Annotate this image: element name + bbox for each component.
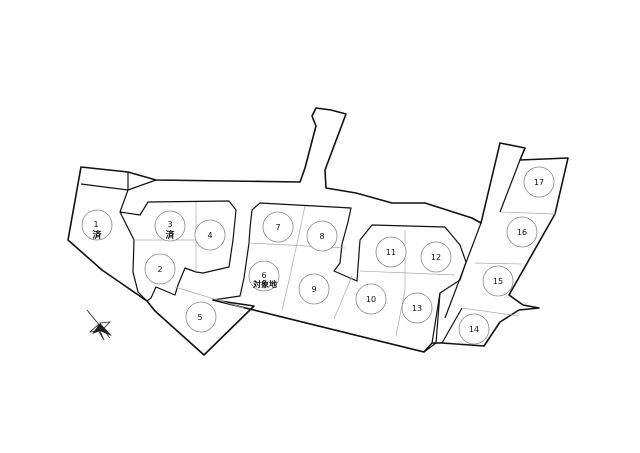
lot-number: 4 xyxy=(207,231,212,240)
lot-6[interactable]: 6 対象地 xyxy=(248,260,280,292)
lot-8[interactable]: 8 xyxy=(306,220,338,252)
lot-number: 6 xyxy=(261,271,266,280)
lot-15[interactable]: 15 xyxy=(482,265,514,297)
compass-icon xyxy=(86,309,112,341)
lot-16[interactable]: 16 xyxy=(506,216,538,248)
lot-number: 5 xyxy=(197,313,202,322)
lot-number: 10 xyxy=(366,295,376,304)
block-a-boundary xyxy=(119,200,237,302)
lot-3[interactable]: 3 済 xyxy=(154,210,186,242)
lot-11[interactable]: 11 xyxy=(375,236,407,268)
lot-number: 7 xyxy=(275,223,280,232)
lot-status-label: 済 xyxy=(165,229,175,241)
lot-12[interactable]: 12 xyxy=(420,241,452,273)
lot-number: 16 xyxy=(517,228,527,237)
lot-9[interactable]: 9 xyxy=(298,273,330,305)
lot-division-lines xyxy=(80,159,557,344)
lot-number: 14 xyxy=(469,325,479,334)
lot-status-label: 済 xyxy=(92,229,102,241)
lot-number: 9 xyxy=(311,285,316,294)
lot-number: 11 xyxy=(386,248,396,257)
lot-10[interactable]: 10 xyxy=(355,283,387,315)
lot-14[interactable]: 14 xyxy=(458,313,490,345)
lot-2[interactable]: 2 xyxy=(144,253,176,285)
lot-5[interactable]: 5 xyxy=(185,301,217,333)
lot-number: 1 xyxy=(93,220,98,229)
lot-number: 15 xyxy=(493,277,503,286)
lot-1[interactable]: 1 済 xyxy=(81,209,113,241)
lot-number: 8 xyxy=(319,232,324,241)
lot-number: 3 xyxy=(167,220,172,229)
lot-number: 17 xyxy=(534,178,544,187)
lot-13[interactable]: 13 xyxy=(401,292,433,324)
lot-number: 2 xyxy=(157,265,162,274)
target-lot-label: 対象地 xyxy=(252,279,277,289)
lot-number: 13 xyxy=(412,304,422,313)
lot-17[interactable]: 17 xyxy=(523,166,555,198)
lot-markers: 1 済 2 3 済 4 5 6 対象地 7 xyxy=(81,166,555,345)
lot-7[interactable]: 7 xyxy=(262,211,294,243)
lot-number: 12 xyxy=(431,253,441,262)
lot-4[interactable]: 4 xyxy=(194,219,226,251)
